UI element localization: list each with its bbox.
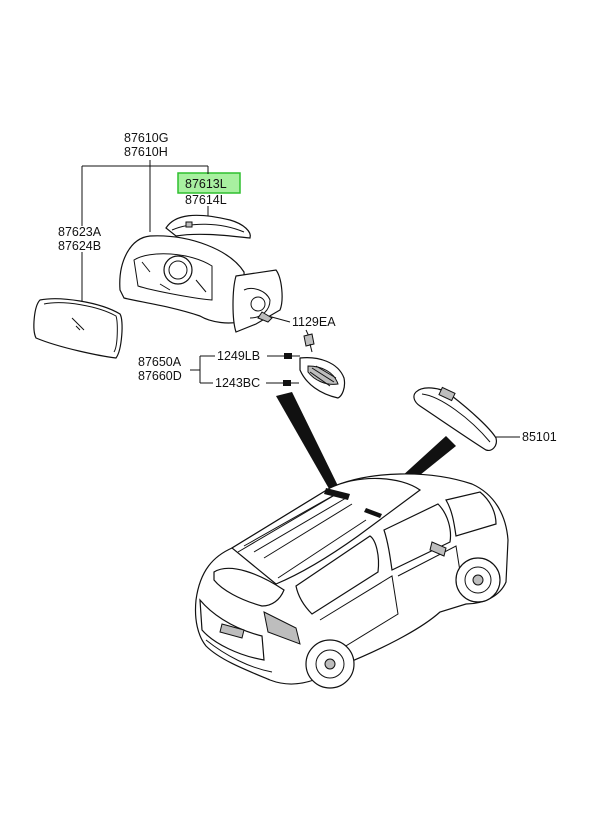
side-lamp[interactable] xyxy=(299,357,346,399)
label-bolt-b[interactable]: 1243BC xyxy=(215,376,260,390)
mirror-cover[interactable] xyxy=(165,214,251,239)
label-glass-rh[interactable]: 87624B xyxy=(58,239,101,253)
label-cover-lh[interactable]: 87613L xyxy=(185,177,227,191)
label-lamp-lh[interactable]: 87650A xyxy=(138,355,182,369)
label-glass-lh[interactable]: 87623A xyxy=(58,225,102,239)
label-screw[interactable]: 1129EA xyxy=(292,315,336,329)
inside-mirror[interactable] xyxy=(413,386,497,451)
leader-lines xyxy=(81,160,520,438)
screw-part[interactable] xyxy=(303,333,315,353)
label-lamp-rh[interactable]: 87660D xyxy=(138,369,182,383)
label-assembly-lh[interactable]: 87610G xyxy=(124,131,168,145)
label-assembly-rh[interactable]: 87610H xyxy=(124,145,168,159)
label-cover-rh[interactable]: 87614L xyxy=(185,193,227,207)
vehicle-illustration xyxy=(194,473,509,689)
mirror-glass[interactable] xyxy=(33,298,123,359)
label-inside-mirror[interactable]: 85101 xyxy=(522,430,557,444)
mirror-housing[interactable] xyxy=(119,235,283,333)
highlighted-part-box xyxy=(177,172,241,194)
bolt-b-part[interactable] xyxy=(283,380,299,386)
bolt-a-part[interactable] xyxy=(284,353,300,359)
label-bolt-a[interactable]: 1249LB xyxy=(217,349,260,363)
